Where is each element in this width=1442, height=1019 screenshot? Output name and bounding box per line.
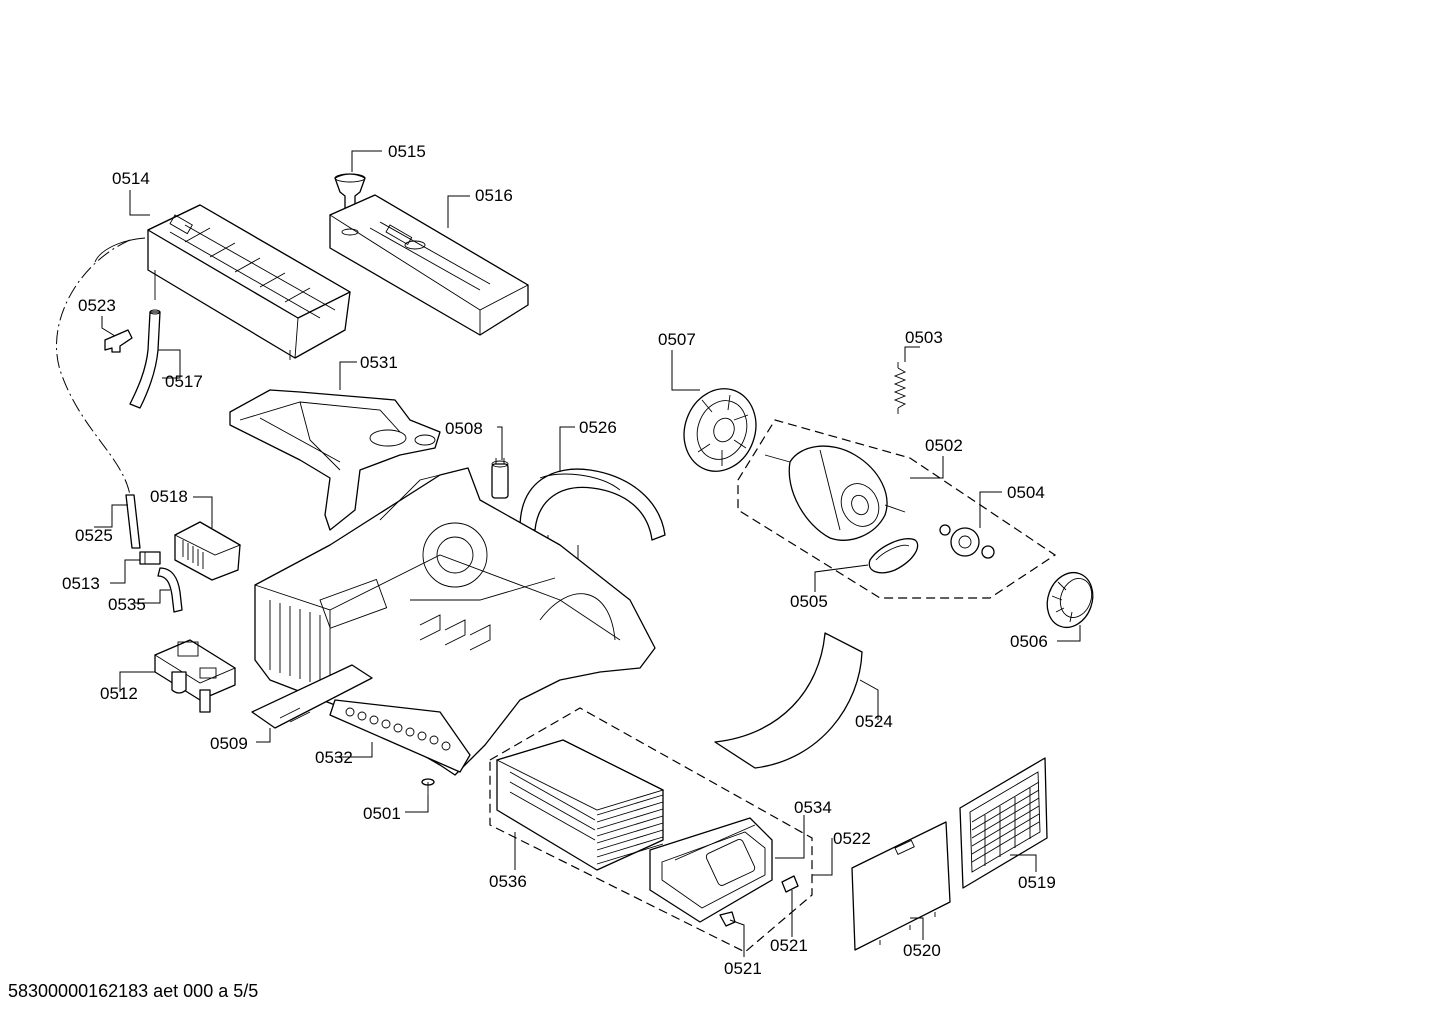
part-0521-latch-b <box>781 875 799 893</box>
part-0525-hose-route <box>56 239 141 549</box>
label-0506: 0506 <box>1010 632 1048 651</box>
part-0521-latch-a <box>719 911 736 927</box>
label-0512: 0512 <box>100 684 138 703</box>
label-0515: 0515 <box>388 142 426 161</box>
label-0509: 0509 <box>210 734 248 753</box>
part-0505-belt <box>868 538 919 574</box>
label-0502: 0502 <box>925 436 963 455</box>
label-0531: 0531 <box>360 353 398 372</box>
part-0509-plate <box>251 664 373 729</box>
part-0512-pump <box>154 639 236 713</box>
part-0502-motor <box>764 445 906 541</box>
label-0521-right: 0521 <box>770 936 808 955</box>
label-0518: 0518 <box>150 487 188 506</box>
label-0514: 0514 <box>112 169 150 188</box>
part-0513-connector <box>139 551 161 565</box>
label-0507: 0507 <box>658 330 696 349</box>
part-0535-elbow-hose <box>157 567 183 613</box>
part-0514-container-housing <box>94 204 351 360</box>
label-0508: 0508 <box>445 419 483 438</box>
part-0516-water-container <box>329 194 529 336</box>
condenser-assembly-outline <box>489 707 813 953</box>
label-0535: 0535 <box>108 595 146 614</box>
part-0508-capacitor <box>491 458 509 499</box>
label-0501: 0501 <box>363 804 401 823</box>
label-0534: 0534 <box>794 798 832 817</box>
part-0520-cover-plate <box>851 821 951 951</box>
part-0507-fan-wheel <box>683 388 757 472</box>
part-0519-grille-panel <box>959 757 1048 889</box>
label-0536: 0536 <box>489 872 527 891</box>
document-id-footer: 58300000162183 aet 000 a 5/5 <box>8 981 259 1001</box>
part-base-frame <box>254 467 656 776</box>
part-0504-pulley <box>939 524 995 559</box>
part-0518-module <box>174 521 242 581</box>
label-0519: 0519 <box>1018 873 1056 892</box>
part-0532-grille <box>329 699 471 773</box>
label-0513: 0513 <box>62 574 100 593</box>
part-0506-fan <box>1046 571 1094 629</box>
label-0516: 0516 <box>475 186 513 205</box>
part-0523-clip <box>104 329 133 353</box>
label-0526: 0526 <box>579 418 617 437</box>
label-0532: 0532 <box>315 748 353 767</box>
label-0503: 0503 <box>905 328 943 347</box>
label-0504: 0504 <box>1007 483 1045 502</box>
part-0524-curved-strip <box>714 632 863 769</box>
label-0520: 0520 <box>903 941 941 960</box>
part-0501-screw <box>421 778 435 795</box>
label-0522: 0522 <box>833 829 871 848</box>
part-0531-air-duct <box>229 389 441 531</box>
motor-assembly-outline <box>737 419 1057 599</box>
label-0524: 0524 <box>855 712 893 731</box>
part-0517-hose <box>129 309 161 409</box>
label-0523: 0523 <box>78 296 116 315</box>
label-0521-left: 0521 <box>724 959 762 978</box>
label-0517: 0517 <box>165 372 203 391</box>
label-0505: 0505 <box>790 592 828 611</box>
label-0525: 0525 <box>75 526 113 545</box>
part-0534-cover-frame <box>649 817 773 923</box>
part-0503-spring <box>893 362 907 414</box>
leader-lines <box>94 150 1081 957</box>
part-0536-condenser <box>495 739 665 871</box>
